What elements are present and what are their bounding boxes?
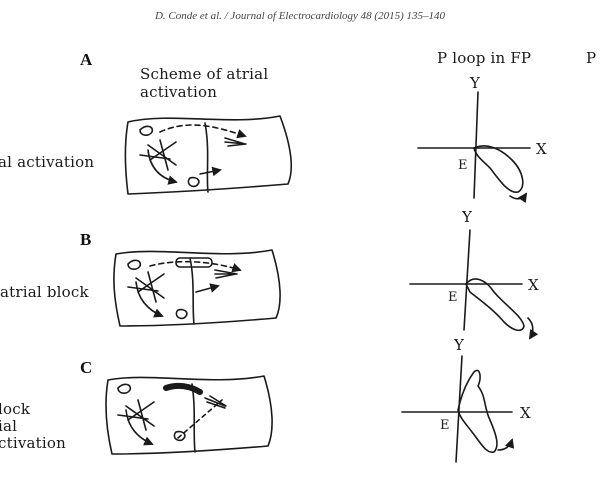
- panel-b-label: atrial block: [0, 283, 89, 301]
- scheme-title-line2: activation: [140, 83, 218, 101]
- panel-letter-c: C: [80, 358, 93, 377]
- panel-letter-b: B: [80, 230, 92, 249]
- p-loop-other-title: P: [586, 49, 597, 67]
- panel-c-atrial-scheme: [105, 375, 273, 455]
- panel-c-label-line2: ial: [0, 417, 18, 435]
- panel-c-label-line3: ctivation: [0, 434, 66, 452]
- panel-a-label: al activation: [0, 153, 95, 171]
- p-loop-a: [417, 91, 531, 204]
- p-loop-c-y-label: Y: [454, 336, 464, 354]
- panel-c-label-line1: lock: [0, 400, 31, 418]
- p-loop-a-x-label: X: [536, 140, 547, 158]
- panel-a-atrial-scheme: [124, 115, 293, 195]
- p-loop-c-x-label: X: [520, 404, 531, 422]
- p-loop-b-x-label: X: [528, 276, 539, 294]
- p-loop-a-y-label: Y: [470, 74, 480, 92]
- panel-b-atrial-scheme: [113, 249, 281, 327]
- scheme-title-line1: Scheme of atrial: [140, 65, 269, 83]
- panel-letter-a: A: [80, 50, 93, 69]
- journal-citation-header: D. Conde et al. / Journal of Electrocard…: [154, 10, 446, 22]
- p-loop-fp-title: P loop in FP: [437, 49, 532, 67]
- p-loop-b-y-label: Y: [462, 208, 472, 226]
- p-loop-a-e-label: E: [458, 158, 468, 173]
- p-loop-b: [409, 229, 539, 340]
- p-loop-c-e-label: E: [440, 418, 450, 433]
- p-loop-c: [401, 355, 515, 463]
- p-loop-b-e-label: E: [448, 290, 458, 305]
